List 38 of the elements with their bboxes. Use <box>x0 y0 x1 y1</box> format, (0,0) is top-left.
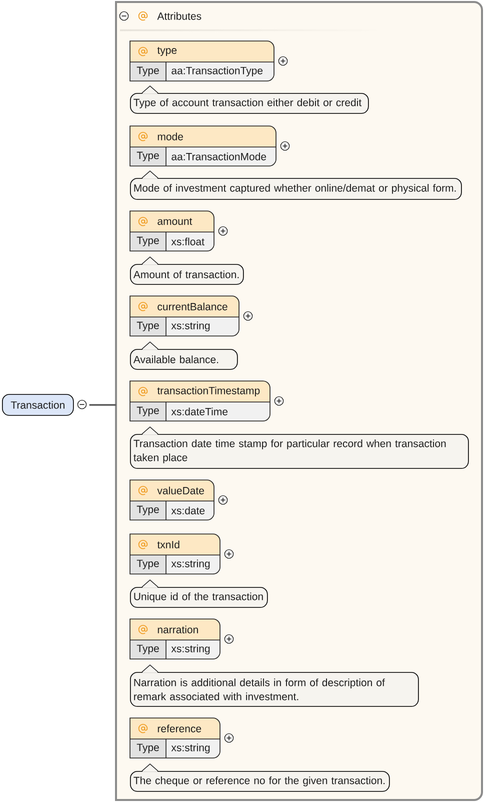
annotation-bubble: Unique id of the transaction <box>130 579 268 608</box>
type-label-cell: Type <box>130 640 166 658</box>
attribute-name: transactionTimestamp <box>157 386 260 396</box>
type-label-cell: Type <box>130 402 166 420</box>
attribute-name: type <box>157 47 177 56</box>
type-value-cell: xs:string <box>166 556 220 574</box>
type-label-cell: Type <box>130 62 166 80</box>
annotation-bubble: Type of account transaction either debit or credit <box>130 85 369 114</box>
type-label-cell: Type <box>130 502 166 520</box>
connector-line <box>89 404 116 406</box>
type-label-cell: Type <box>130 232 166 250</box>
type-value-cell: xs:string <box>166 640 220 658</box>
type-value-cell: xs:dateTime <box>166 402 270 420</box>
attribute-name: mode <box>158 132 183 140</box>
annotation-bubble: The cheque or reference no for the given transaction. <box>130 763 390 792</box>
element-box: Transaction <box>2 394 74 416</box>
annotation-bubble: Available balance. <box>130 341 238 370</box>
annotation-bubble: Transaction date time stamp for particular record when transaction taken place <box>130 426 469 469</box>
type-label-cell: Type <box>130 740 166 758</box>
attribute-name: txnId <box>157 540 180 548</box>
type-label-cell: Type <box>130 318 166 336</box>
annotation-bubble: Mode of investment captured whether online/demat or physical form. <box>130 170 462 200</box>
annotation-bubble: Narration is additional details in form of description of remark associated with investment. <box>130 664 419 707</box>
attribute-name: amount <box>158 218 192 225</box>
type-value-cell: aa:TransactionMode <box>166 148 276 166</box>
attribute-name: narration <box>158 626 198 634</box>
type-value-cell: aa:TransactionType <box>166 62 274 80</box>
annotation-bubble: Amount of transaction. <box>130 256 244 285</box>
type-label-cell: Type <box>130 148 166 166</box>
attribute-name: valueDate <box>157 486 204 494</box>
type-value-cell: xs:string <box>166 318 238 336</box>
panel-title: Attributes <box>157 12 202 20</box>
type-value-cell: xs:date <box>166 502 214 520</box>
attribute-name: reference <box>158 724 202 732</box>
attribute-name: currentBalance <box>158 302 228 310</box>
type-label-cell: Type <box>130 556 166 574</box>
type-value-cell: xs:float <box>166 232 214 250</box>
type-value-cell: xs:string <box>166 740 220 758</box>
